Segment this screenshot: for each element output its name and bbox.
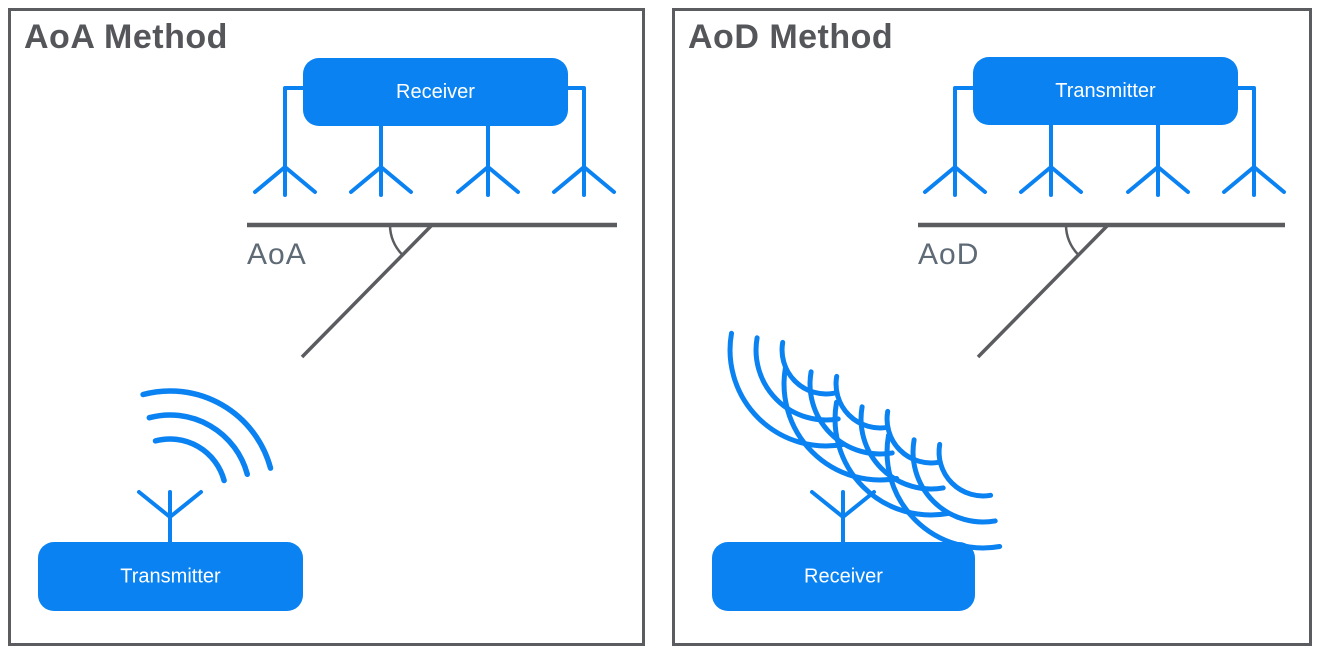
wave-arc: [152, 436, 227, 484]
antenna-array: [253, 86, 616, 197]
wave-arc: [884, 432, 1003, 551]
antenna-icon: [953, 86, 975, 197]
wave-arc: [779, 339, 837, 397]
antenna-icon: [566, 86, 586, 197]
wave-arc: [858, 404, 946, 492]
wave-arc: [833, 373, 891, 431]
antenna-array: [923, 86, 1286, 197]
wave-arc: [910, 437, 998, 525]
transmitter-node: [973, 57, 1238, 125]
wave-arc: [807, 369, 895, 457]
wave-arc: [781, 364, 900, 483]
angle-label: AoD: [918, 238, 979, 271]
angle-arc: [388, 224, 404, 256]
antenna-icon: [552, 165, 616, 194]
aoa-method-panel: AoA Method Receiver AoA: [8, 8, 645, 646]
receiver-node-label: Receiver: [396, 81, 475, 103]
angle-ray: [300, 223, 434, 359]
antenna-icon: [810, 490, 876, 544]
antenna-arms: [810, 490, 876, 519]
panel-title: AoD Method: [688, 18, 893, 56]
signal-waves-icon: [140, 388, 274, 484]
transmitter-node-label: Transmitter: [1055, 80, 1156, 102]
transmitter-node: [38, 542, 303, 611]
antenna-icon: [137, 490, 203, 544]
receiver-node: [303, 58, 568, 126]
wave-arc: [936, 441, 994, 499]
wave-arc: [832, 399, 951, 518]
panel-title: AoA Method: [24, 18, 228, 56]
antenna-icon: [283, 86, 305, 197]
wave-arc: [146, 412, 251, 478]
antenna-icon: [923, 165, 987, 194]
antenna-arms: [137, 490, 203, 519]
aoa-diagram: AoA Method Receiver AoA: [24, 18, 617, 611]
antenna-icon: [1126, 165, 1190, 194]
aod-diagram: AoD Method Transmitter AoD: [688, 18, 1286, 611]
antenna-icon: [1019, 165, 1083, 194]
antenna-icon: [1236, 86, 1256, 197]
angle-label: AoA: [247, 238, 307, 271]
wave-arc: [727, 330, 846, 449]
transmitter-node-label: Transmitter: [120, 566, 221, 588]
antenna-icon: [253, 165, 317, 194]
wave-arc: [140, 388, 274, 471]
antenna-icon: [349, 165, 413, 194]
wave-arc: [884, 408, 942, 466]
antenna-icon: [456, 165, 520, 194]
angle-ray: [976, 223, 1110, 359]
receiver-node-label: Receiver: [804, 566, 883, 588]
wavefront-arcs: [727, 330, 1003, 551]
angle-arc: [1064, 224, 1080, 256]
antenna-icon: [1222, 165, 1286, 194]
aod-method-panel: AoD Method Transmitter AoD: [672, 8, 1312, 646]
receiver-node: [712, 542, 975, 611]
wave-arc: [753, 335, 841, 423]
